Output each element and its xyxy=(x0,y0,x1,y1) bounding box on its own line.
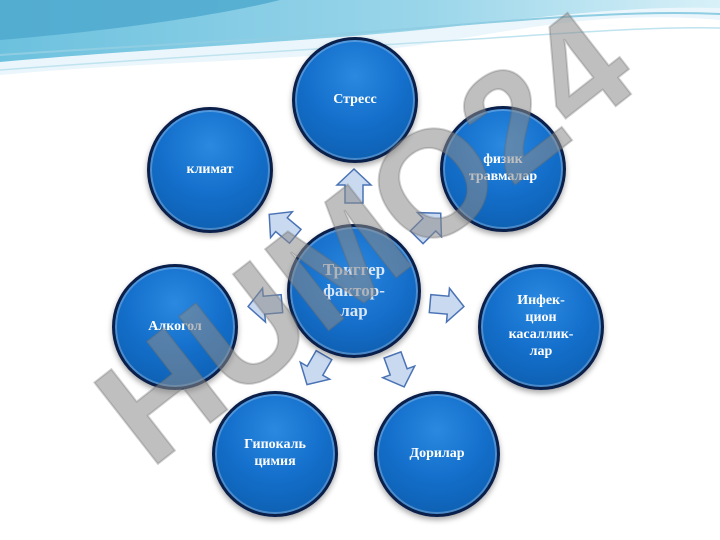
node-alkogol: Алкогол xyxy=(112,264,238,390)
node-stress: Стресс xyxy=(292,37,418,163)
node-gipokalciemiya: Гипокаль цимия xyxy=(212,391,338,517)
center-node: Триггер фактор- лар xyxy=(287,224,421,358)
node-dorilar: Дорилар xyxy=(374,391,500,517)
node-klimat: климат xyxy=(147,107,273,233)
node-fizik-travmalar: физик травмалар xyxy=(440,106,566,232)
node-infekcion-kasalliklar: Инфек- цион касаллик- лар xyxy=(478,264,604,390)
